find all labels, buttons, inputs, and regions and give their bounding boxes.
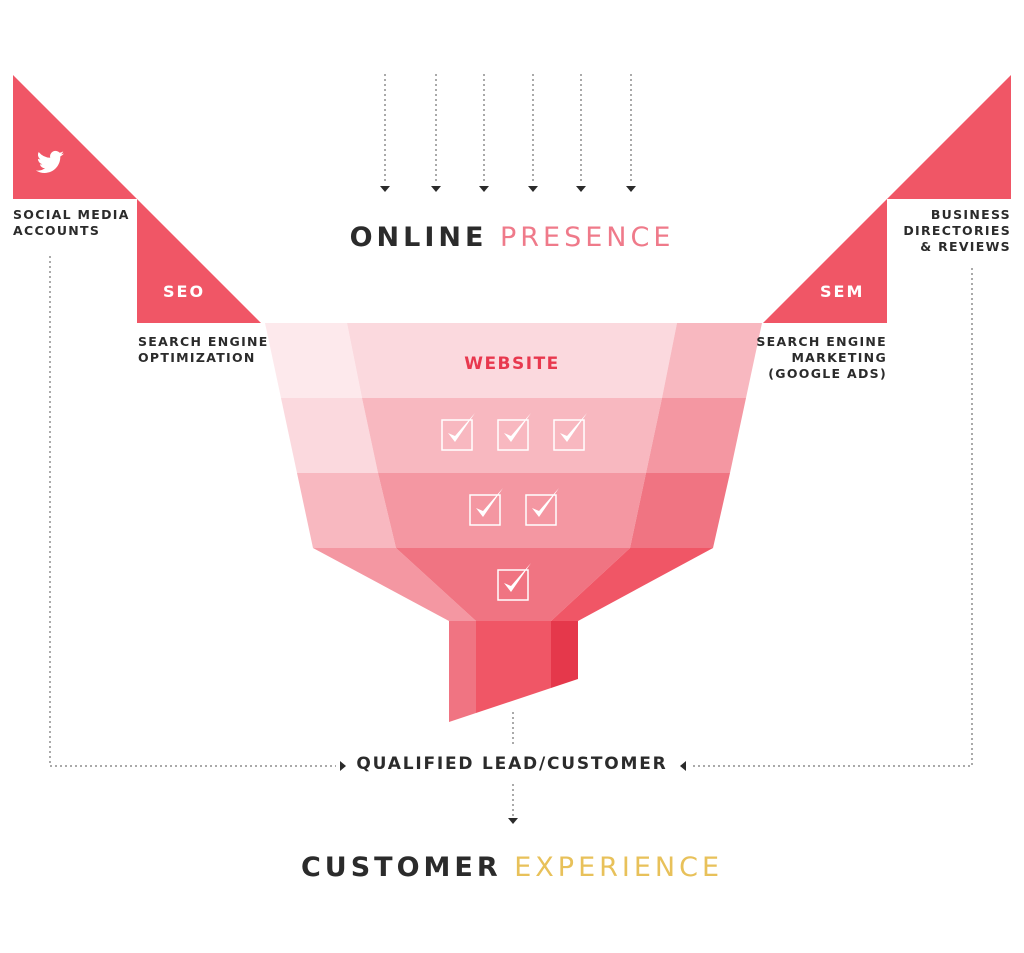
checkmark-box-icon (469, 488, 503, 526)
lead-arrowheads (340, 761, 686, 824)
lead-connector-lines (49, 256, 973, 816)
twitter-bird-icon (36, 150, 64, 173)
incoming-traffic-arrows (384, 74, 632, 184)
online-presence-heading: ONLINE PRESENCE (0, 222, 1024, 253)
checkmark-box-icon (497, 413, 531, 451)
checkmark-box-icon (553, 413, 587, 451)
customer-heading-light: EXPERIENCE (514, 852, 724, 883)
qualified-lead-label: QUALIFIED LEAD/CUSTOMER (356, 754, 668, 774)
customer-experience-heading: CUSTOMER EXPERIENCE (0, 852, 1024, 883)
checkmark-box-icon (525, 488, 559, 526)
sem-label: SEARCH ENGINE MARKETING (GOOGLE ADS) (756, 334, 887, 381)
sem-triangle (763, 199, 887, 323)
directories-triangle (887, 75, 1011, 199)
website-label: WEBSITE (464, 354, 560, 374)
sem-tag: SEM (820, 282, 865, 301)
checkmark-rows (441, 413, 587, 601)
checkmark-box-icon (441, 413, 475, 451)
online-heading-light: PRESENCE (500, 222, 675, 253)
seo-triangle (137, 199, 261, 323)
online-heading-strong: ONLINE (349, 222, 488, 253)
customer-heading-strong: CUSTOMER (300, 852, 502, 883)
seo-label: SEARCH ENGINE OPTIMIZATION (138, 334, 269, 365)
checkmark-box-icon (497, 563, 531, 601)
directories-label: BUSINESS DIRECTORIES & REVIEWS (903, 207, 1011, 254)
seo-tag: SEO (163, 282, 206, 301)
social-media-triangle (13, 75, 137, 199)
social-media-label: SOCIAL MEDIA ACCOUNTS (13, 207, 130, 238)
funnel-body (265, 323, 762, 722)
incoming-arrowheads (380, 186, 636, 192)
